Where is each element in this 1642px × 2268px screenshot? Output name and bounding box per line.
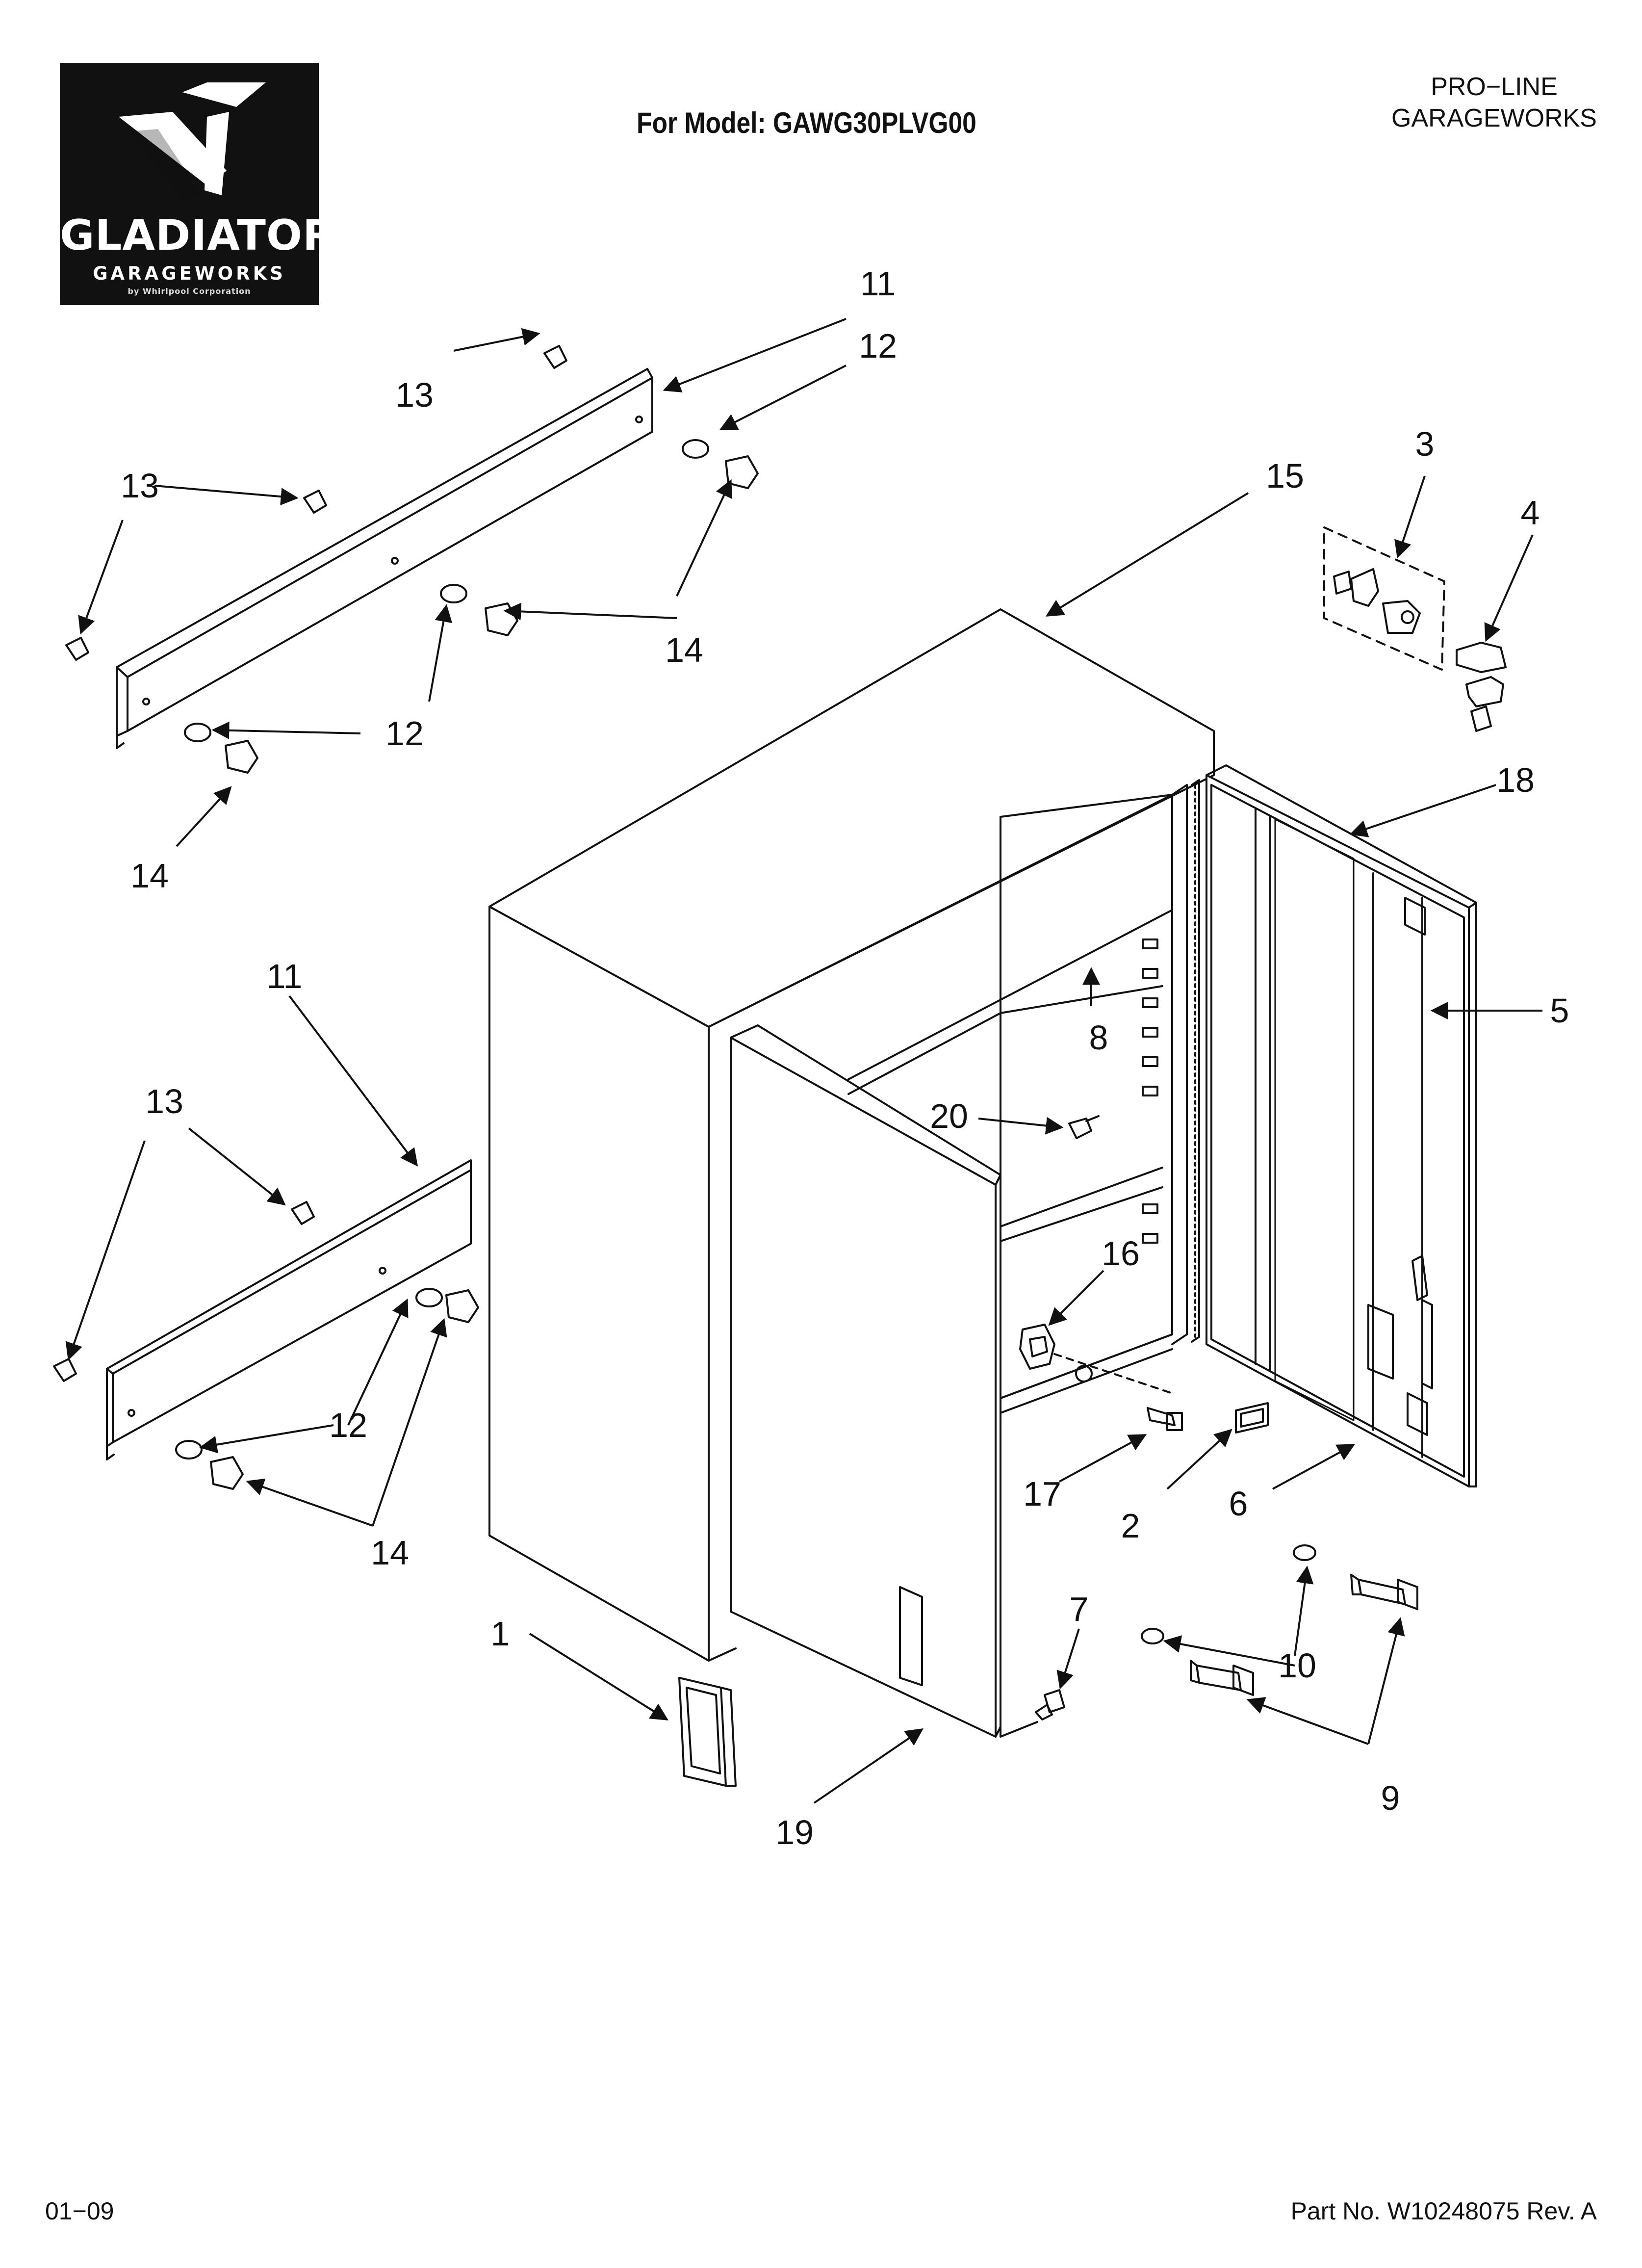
upper-mounting-rail — [116, 368, 653, 749]
callout-2: 2 — [1121, 1507, 1140, 1545]
swords-emblem-icon — [119, 82, 266, 200]
cabinet-body — [488, 608, 1215, 1738]
callout-13-lower: 13 — [145, 1082, 183, 1121]
callout-8: 8 — [1089, 1018, 1108, 1057]
callout-12-upper-b: 12 — [385, 714, 424, 753]
callout-17: 17 — [1023, 1475, 1061, 1513]
footer-date-code: 01−09 — [45, 2197, 114, 2225]
callout-20: 20 — [930, 1097, 968, 1135]
callout-4: 4 — [1520, 494, 1540, 532]
mounting-bolt-lower — [1190, 1660, 1254, 1696]
rail-hardware — [53, 345, 759, 1490]
door-bumper-part — [1035, 1689, 1065, 1721]
door-catch-part — [1019, 1324, 1173, 1394]
shelf-screw-part — [1068, 1115, 1100, 1139]
logo-tagline: by Whirlpool Corporation — [128, 287, 251, 296]
gladiator-logo: GLADIATOR™ GARAGEWORKS by Whirlpool Corp… — [60, 63, 347, 305]
callout-14-upper-a: 14 — [665, 631, 703, 669]
shelf-support-pins — [1142, 938, 1158, 1244]
callout-15: 15 — [1266, 457, 1304, 495]
product-series: PRO−LINE GARAGEWORKS — [1391, 71, 1597, 134]
callout-18: 18 — [1496, 761, 1535, 799]
callout-11-upper: 11 — [860, 264, 896, 303]
door-handle-part — [678, 1677, 737, 1787]
pegboard-panel — [1274, 818, 1355, 1421]
callout-13-upper-a: 13 — [395, 376, 434, 414]
right-door — [1206, 764, 1477, 1487]
logo-subbrand: GARAGEWORKS — [93, 263, 286, 284]
callout-3: 3 — [1415, 425, 1435, 463]
callout-9: 9 — [1381, 1779, 1400, 1817]
series-line-2: GARAGEWORKS — [1391, 104, 1597, 132]
callout-13-upper-b: 13 — [121, 467, 159, 505]
latch-plate-part — [1235, 1402, 1269, 1434]
logo-brand: GLADIATOR™ — [60, 211, 347, 260]
callout-16: 16 — [1102, 1234, 1140, 1273]
callout-19: 19 — [775, 1813, 814, 1851]
callout-7: 7 — [1069, 1590, 1089, 1628]
lock-assembly-part — [1323, 526, 1445, 671]
callout-5: 5 — [1550, 991, 1569, 1030]
catch-pin-part — [1147, 1407, 1183, 1431]
model-title: For Model: GAWG30PLVG00 — [637, 106, 976, 139]
series-line-1: PRO−LINE — [1431, 73, 1558, 101]
callout-10: 10 — [1278, 1646, 1316, 1685]
washer-lower — [1141, 1628, 1164, 1644]
callout-6: 6 — [1229, 1485, 1248, 1523]
callout-14-lower: 14 — [371, 1534, 409, 1572]
keys-part — [1456, 642, 1507, 732]
callout-14-upper-b: 14 — [130, 857, 169, 895]
left-door — [730, 1024, 1001, 1738]
lower-mounting-rail — [106, 1159, 472, 1460]
mounting-bolt-upper — [1350, 1574, 1418, 1610]
callout-12-lower: 12 — [329, 1406, 367, 1444]
washer-upper — [1293, 1544, 1316, 1561]
callout-1: 1 — [490, 1615, 510, 1653]
callout-12-upper: 12 — [859, 327, 897, 365]
leader-lines — [65, 318, 1542, 1804]
door-hinges — [1404, 897, 1433, 1436]
callout-11-lower: 11 — [266, 957, 303, 995]
footer-part-number: Part No. W10248075 Rev. A — [1290, 2197, 1597, 2225]
